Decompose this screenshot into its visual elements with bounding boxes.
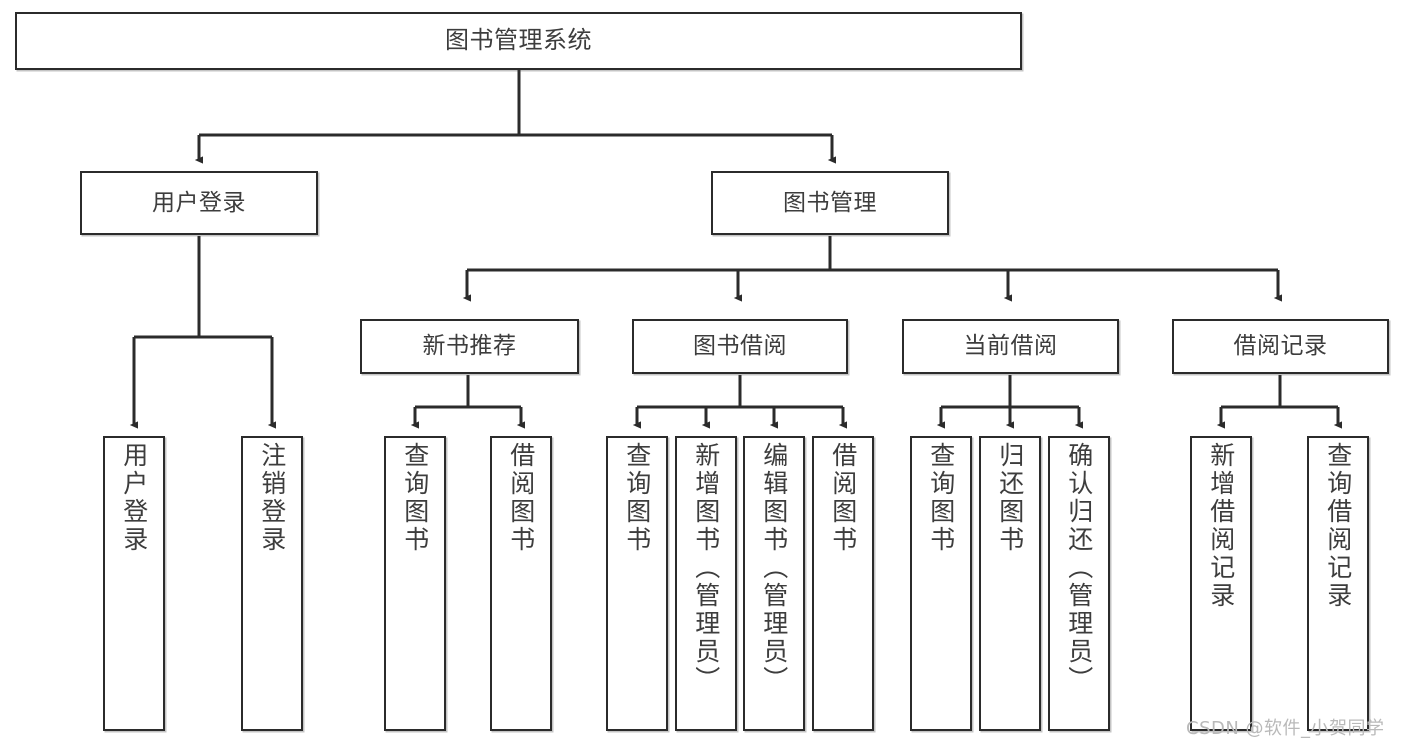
node-leaf-borrow-book-2-label: 借阅图书: [828, 442, 858, 554]
node-leaf-query-book-2-label: 查询图书: [622, 442, 652, 554]
node-leaf-query-book-3[interactable]: 查询图书: [910, 436, 972, 731]
node-user-login[interactable]: 用户登录: [80, 171, 318, 235]
node-leaf-return-book[interactable]: 归还图书: [979, 436, 1041, 731]
node-book-borrow-label: 图书借阅: [693, 333, 787, 360]
node-leaf-user-login-label: 用户登录: [119, 442, 149, 554]
node-leaf-add-record-label: 新增借阅记录: [1206, 442, 1236, 610]
node-leaf-add-book-label: 新增图书（管理员）: [691, 442, 721, 694]
node-leaf-confirm-return[interactable]: 确认归还（管理员）: [1048, 436, 1110, 731]
node-leaf-borrow-book-1[interactable]: 借阅图书: [490, 436, 552, 731]
node-book-manage-label: 图书管理: [783, 189, 877, 216]
node-leaf-return-book-label: 归还图书: [995, 442, 1025, 554]
node-leaf-borrow-book-1-label: 借阅图书: [506, 442, 536, 554]
node-leaf-borrow-book-2[interactable]: 借阅图书: [812, 436, 874, 731]
node-leaf-edit-book-label: 编辑图书（管理员）: [759, 442, 789, 694]
node-leaf-query-book-2[interactable]: 查询图书: [606, 436, 668, 731]
node-root[interactable]: 图书管理系统: [15, 12, 1022, 70]
node-borrow-record[interactable]: 借阅记录: [1172, 319, 1389, 374]
node-new-book-recommend[interactable]: 新书推荐: [360, 319, 579, 374]
node-book-manage[interactable]: 图书管理: [711, 171, 949, 235]
node-leaf-add-record[interactable]: 新增借阅记录: [1190, 436, 1252, 731]
node-leaf-add-book[interactable]: 新增图书（管理员）: [675, 436, 737, 731]
watermark: CSDN @软件_小贺同学: [1186, 718, 1385, 739]
node-book-borrow[interactable]: 图书借阅: [632, 319, 848, 374]
node-leaf-query-book-3-label: 查询图书: [926, 442, 956, 554]
node-current-borrow[interactable]: 当前借阅: [902, 319, 1119, 374]
node-leaf-query-book-1[interactable]: 查询图书: [384, 436, 446, 731]
node-leaf-user-logout-label: 注销登录: [257, 442, 287, 554]
node-new-book-recommend-label: 新书推荐: [422, 333, 517, 360]
node-leaf-user-login[interactable]: 用户登录: [103, 436, 165, 731]
node-leaf-user-logout[interactable]: 注销登录: [241, 436, 303, 731]
node-root-label: 图书管理系统: [445, 26, 592, 55]
node-leaf-query-record[interactable]: 查询借阅记录: [1307, 436, 1369, 731]
node-borrow-record-label: 借阅记录: [1233, 333, 1328, 360]
node-user-login-label: 用户登录: [152, 189, 246, 216]
node-leaf-edit-book[interactable]: 编辑图书（管理员）: [743, 436, 805, 731]
node-leaf-confirm-return-label: 确认归还（管理员）: [1064, 442, 1094, 694]
node-leaf-query-record-label: 查询借阅记录: [1323, 442, 1353, 610]
node-leaf-query-book-1-label: 查询图书: [400, 442, 430, 554]
node-current-borrow-label: 当前借阅: [963, 333, 1058, 360]
